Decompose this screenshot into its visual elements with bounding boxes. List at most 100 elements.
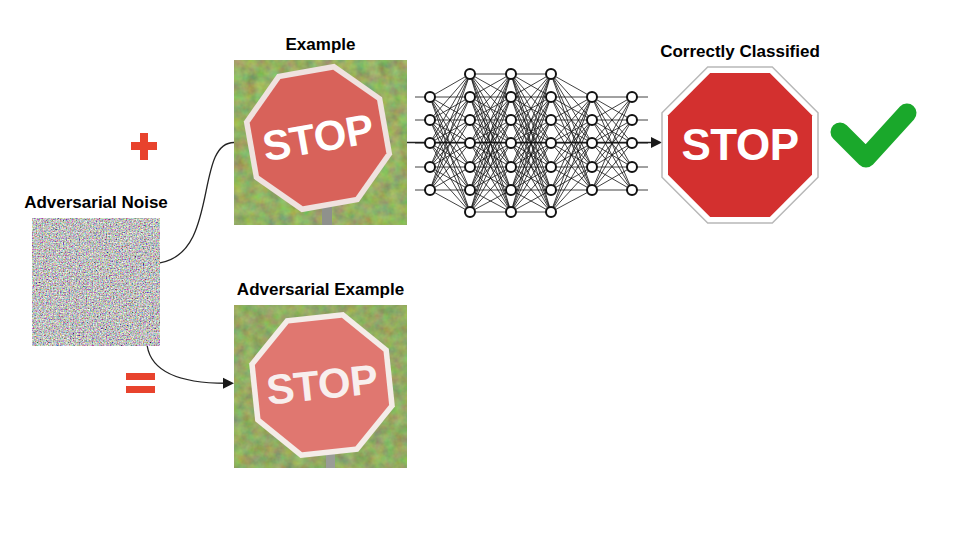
neuron: [546, 115, 556, 125]
neuron: [627, 138, 637, 148]
sign-face: [251, 314, 393, 456]
network-link: [551, 97, 592, 143]
network-link: [430, 120, 470, 190]
network-link: [470, 74, 511, 190]
neuron: [465, 185, 475, 195]
network-link: [551, 167, 592, 212]
network-link: [430, 74, 470, 190]
sign-group: [245, 308, 399, 462]
neuron: [506, 69, 516, 79]
neuron: [627, 162, 637, 172]
image-heading: Correctly Classified: [660, 43, 820, 62]
network-link: [470, 212, 511, 213]
neuron: [425, 185, 435, 195]
network-link: [470, 167, 511, 190]
network-link: [511, 120, 551, 212]
network-link: [430, 97, 470, 190]
network-link: [592, 167, 632, 190]
image-heading: Example: [286, 36, 356, 55]
plus-bar: [131, 142, 157, 150]
network-link: [511, 74, 551, 190]
noise-image: [32, 218, 160, 346]
network-link: [470, 143, 511, 212]
network-link: [551, 167, 592, 190]
network-neurons: [425, 69, 637, 217]
sign-text: STOP: [264, 358, 379, 411]
neuron: [465, 115, 475, 125]
grass-ground: [234, 305, 407, 468]
example-photo: [234, 57, 407, 225]
neuron: [465, 92, 475, 102]
network-link: [470, 74, 511, 212]
grass-texture: [234, 60, 407, 225]
neuron: [546, 138, 556, 148]
neuron: [546, 92, 556, 102]
network-link: [592, 97, 632, 190]
network-link: [592, 120, 632, 190]
neuron: [587, 185, 597, 195]
network-link: [511, 167, 551, 190]
network-link: [430, 74, 470, 97]
network-link: [592, 143, 632, 190]
network-link: [511, 167, 551, 212]
image-heading: Adversarial Example: [237, 281, 404, 300]
neuron: [627, 115, 637, 125]
network-link: [430, 143, 470, 190]
neuron: [627, 185, 637, 195]
network-link: [430, 167, 470, 190]
network-link: [511, 190, 551, 212]
neuron: [425, 92, 435, 102]
network-link: [430, 97, 470, 212]
network-link: [592, 167, 632, 190]
network-link: [551, 74, 592, 97]
sign-rim: [237, 57, 400, 220]
neuron: [465, 162, 475, 172]
network-link: [430, 97, 470, 190]
noise-ground: [32, 218, 160, 346]
neuron: [506, 92, 516, 102]
network-link: [511, 97, 551, 212]
network-link: [511, 143, 551, 212]
network-link: [551, 97, 592, 167]
network-link: [470, 120, 511, 212]
network-link: [551, 167, 592, 190]
noise-image: Adversarial Noise: [32, 218, 160, 346]
network-link: [551, 74, 592, 190]
network-link: [592, 97, 632, 167]
adversarial-image: Adversarial ExampleSTOP: [234, 305, 407, 468]
network-link: [511, 167, 551, 190]
grass-ground: [234, 60, 407, 225]
arrow-head: [651, 137, 662, 148]
network-link: [592, 97, 632, 120]
network-link: [551, 120, 592, 212]
example-image: ExampleSTOP: [234, 60, 407, 225]
network-link: [470, 167, 511, 190]
neuron: [546, 185, 556, 195]
stop-sign-icon: [662, 67, 818, 223]
neuron: [465, 138, 475, 148]
neuron: [425, 162, 435, 172]
network-link: [430, 143, 470, 190]
network-link: [430, 167, 470, 190]
network-link: [470, 97, 511, 212]
network-link: [470, 97, 511, 212]
neuron: [546, 207, 556, 217]
neuron: [506, 185, 516, 195]
neuron: [506, 207, 516, 217]
noise-link: [160, 143, 234, 263]
neuron: [587, 92, 597, 102]
network-link: [470, 167, 511, 212]
network-link: [470, 120, 511, 212]
neuron: [425, 115, 435, 125]
check-mark: [840, 113, 907, 158]
neuron: [425, 138, 435, 148]
neuron: [506, 162, 516, 172]
network-link: [511, 120, 551, 212]
neuron: [465, 207, 475, 217]
neuron: [506, 115, 516, 125]
network-link: [430, 120, 470, 212]
network-link: [551, 143, 592, 212]
neuron: [465, 69, 475, 79]
neuron: [506, 138, 516, 148]
